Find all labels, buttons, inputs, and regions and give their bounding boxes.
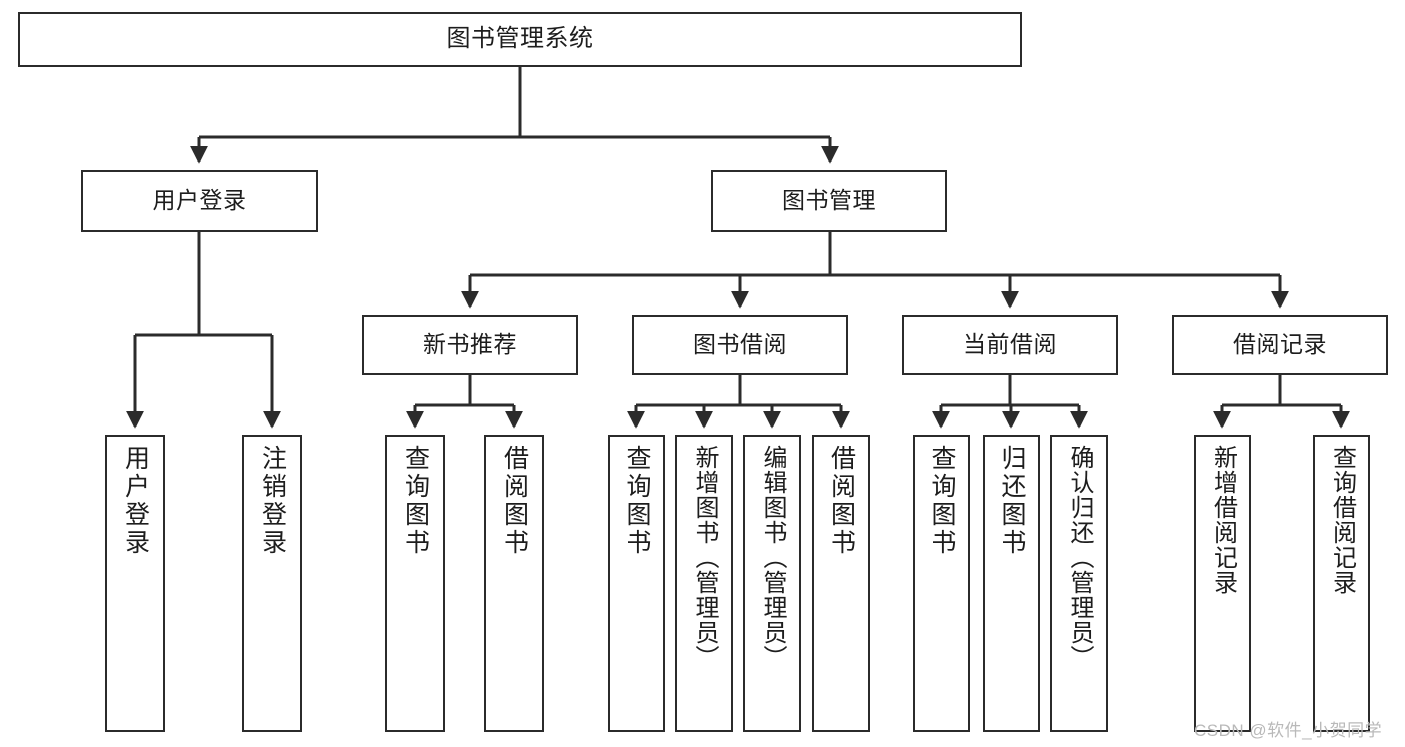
node-book-manage[interactable]: 图书管理 (711, 170, 947, 232)
node-new-book-recommend[interactable]: 新书推荐 (362, 315, 578, 375)
node-label: 查询图书 (401, 445, 430, 557)
leaf-query-book-current[interactable]: 查询图书 (913, 435, 970, 732)
leaf-query-borrow-record[interactable]: 查询借阅记录 (1313, 435, 1370, 732)
leaf-return-book[interactable]: 归还图书 (983, 435, 1040, 732)
node-label: 归还图书 (998, 445, 1026, 557)
node-user-login[interactable]: 用户登录 (81, 170, 318, 232)
node-borrow-record[interactable]: 借阅记录 (1172, 315, 1388, 375)
csdn-watermark: CSDN @软件_小贺同学 (1194, 721, 1383, 740)
node-label: 借阅图书 (827, 445, 856, 557)
leaf-logout-login[interactable]: 注销登录 (242, 435, 302, 732)
node-label: 图书管理系统 (446, 25, 594, 53)
node-label: 查询图书 (928, 445, 956, 557)
node-book-borrow[interactable]: 图书借阅 (632, 315, 848, 375)
node-label: 查询图书 (623, 445, 651, 557)
node-label: 编辑图书（管理员） (759, 445, 786, 670)
node-label: 图书借阅 (693, 331, 787, 358)
node-label: 确认归还（管理员） (1066, 445, 1093, 670)
leaf-edit-book-admin[interactable]: 编辑图书（管理员） (743, 435, 801, 732)
leaf-borrow-book-recommend[interactable]: 借阅图书 (484, 435, 544, 732)
node-current-borrow[interactable]: 当前借阅 (902, 315, 1118, 375)
node-label: 查询借阅记录 (1328, 445, 1356, 595)
node-root-system[interactable]: 图书管理系统 (18, 12, 1022, 67)
node-label: 新增借阅记录 (1209, 445, 1237, 595)
node-label: 新增图书（管理员） (691, 445, 718, 670)
leaf-confirm-return-admin[interactable]: 确认归还（管理员） (1050, 435, 1108, 732)
leaf-query-book-recommend[interactable]: 查询图书 (385, 435, 445, 732)
leaf-add-book-admin[interactable]: 新增图书（管理员） (675, 435, 733, 732)
node-label: 借阅图书 (500, 445, 529, 557)
node-label: 新书推荐 (423, 331, 517, 358)
leaf-borrow-book[interactable]: 借阅图书 (812, 435, 870, 732)
node-label: 借阅记录 (1233, 331, 1327, 358)
node-label: 用户登录 (152, 187, 247, 214)
leaf-query-book-borrow[interactable]: 查询图书 (608, 435, 665, 732)
node-label: 图书管理 (782, 187, 876, 214)
leaf-user-login[interactable]: 用户登录 (105, 435, 165, 732)
node-label: 注销登录 (258, 445, 287, 557)
node-label: 用户登录 (121, 445, 150, 557)
node-label: 当前借阅 (963, 331, 1057, 358)
leaf-add-borrow-record[interactable]: 新增借阅记录 (1194, 435, 1251, 732)
